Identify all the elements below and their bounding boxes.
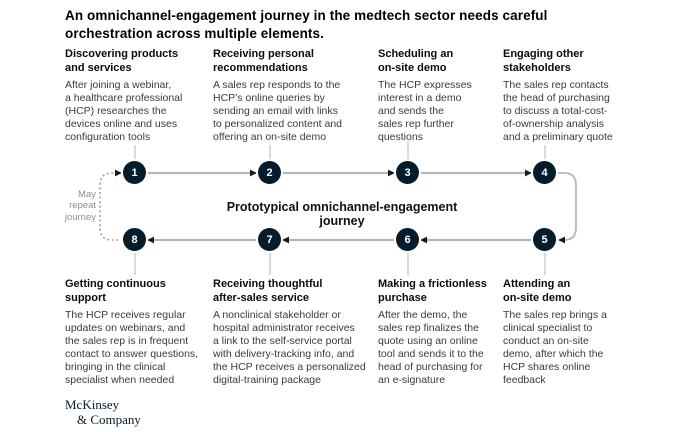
step-7-description: A nonclinical stakeholder or hospital ad… [213, 308, 366, 386]
step-2-text: Receiving personal recommendations A sal… [213, 48, 388, 144]
repeat-journey-dotted-curve [99, 172, 123, 241]
step-circle-2: 2 [258, 161, 281, 184]
step-7-title: Receiving thoughtful after-sales service [213, 278, 323, 304]
repeat-journey-label: May repeat journey [64, 189, 96, 223]
step-6-title: Making a frictionless purchase [378, 278, 487, 304]
step-circle-6: 6 [396, 228, 419, 251]
step-3-title: Scheduling an on-site demo [378, 48, 454, 74]
step-8-text: Getting continuous support The HCP recei… [65, 278, 220, 387]
step-circle-8: 8 [123, 228, 146, 251]
arrow-left-icon [420, 236, 427, 244]
step-4-title: Engaging other stakeholders [503, 48, 584, 74]
logo-line-1: McKinsey [65, 397, 120, 412]
step-5-text: Attending an on-site demo The sales rep … [503, 278, 648, 387]
arrow-left-icon [147, 236, 154, 244]
step-4-description: The sales rep contacts the head of purch… [503, 78, 613, 143]
arrow-left-icon [558, 236, 565, 244]
arrow-right-icon [250, 169, 257, 177]
mckinsey-logo: McKinsey & Company [65, 397, 141, 427]
journey-curve-4-5 [557, 172, 577, 241]
step-6-description: After the demo, the sales rep finalizes … [378, 308, 484, 386]
step-5-description: The sales rep brings a clinical speciali… [503, 308, 607, 386]
step-circle-7: 7 [258, 228, 281, 251]
step-circle-1: 1 [123, 161, 146, 184]
arrow-right-icon [115, 169, 122, 177]
journey-center-label: Prototypical omnichannel-engagement jour… [226, 200, 458, 228]
page-title: An omnichannel-engagement journey in the… [65, 8, 548, 41]
step-circle-5: 5 [533, 228, 556, 251]
step-6-text: Making a frictionless purchase After the… [378, 278, 516, 387]
arrow-right-icon [525, 169, 532, 177]
step-3-text: Scheduling an on-site demo The HCP expre… [378, 48, 513, 144]
logo-line-2: & Company [77, 411, 141, 427]
step-1-text: Discovering products and services After … [65, 48, 215, 144]
step-8-description: The HCP receives regular updates on webi… [65, 308, 199, 386]
step-1-title: Discovering products and services [65, 48, 179, 74]
arrow-right-icon [388, 169, 395, 177]
step-3-description: The HCP expresses interest in a demo and… [378, 78, 472, 143]
step-4-text: Engaging other stakeholders The sales re… [503, 48, 655, 144]
step-circle-4: 4 [533, 161, 556, 184]
step-1-description: After joining a webinar, a healthcare pr… [65, 78, 183, 143]
step-2-description: A sales rep responds to the HCP’s online… [213, 78, 343, 143]
arrow-left-icon [282, 236, 289, 244]
step-2-title: Receiving personal recommendations [213, 48, 314, 74]
step-8-title: Getting continuous support [65, 278, 166, 304]
step-circle-3: 3 [396, 161, 419, 184]
step-5-title: Attending an on-site demo [503, 278, 572, 304]
step-7-text: Receiving thoughtful after-sales service… [213, 278, 391, 387]
